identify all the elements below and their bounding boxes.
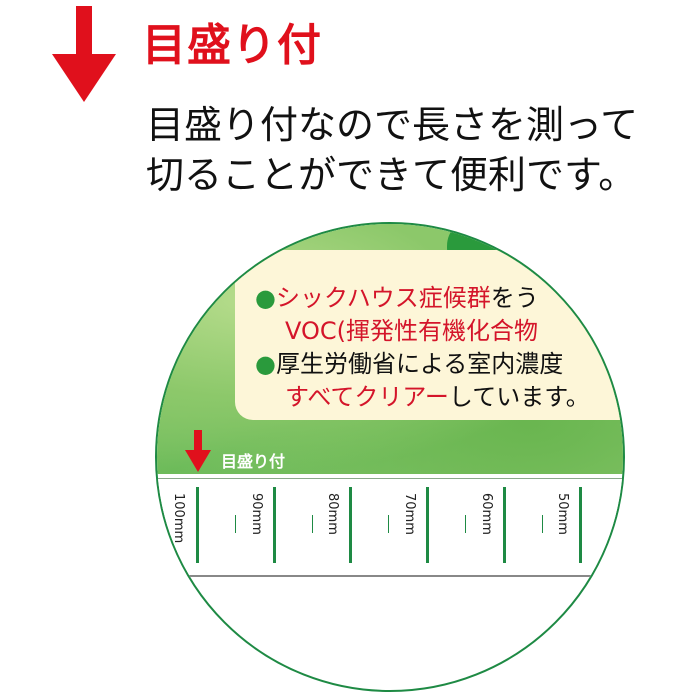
ruler-label: 100mm — [171, 493, 186, 544]
arrow-down-icon — [185, 430, 211, 472]
bullet-icon: ● — [255, 284, 276, 312]
ruler-label: 80mm — [325, 493, 340, 535]
info-text: 厚生労働省による室内濃度 — [275, 350, 564, 378]
ruler-scale: 100mm 90mm 80mm 70mm 60mm 50mm — [157, 478, 623, 577]
ruler-tick — [273, 487, 276, 563]
info-text: しています。 — [448, 383, 590, 411]
info-red-text: VOC(揮発性有機化合物 — [285, 317, 539, 345]
ruler-tick — [426, 487, 429, 563]
page-title: 目盛り付 — [142, 20, 322, 71]
ruler-label: 90mm — [249, 493, 264, 535]
ruler-minor-tick — [312, 515, 313, 533]
description: 目盛り付なので長さを測って 切ることができて便利です。 — [146, 100, 638, 200]
ruler-minor-tick — [388, 515, 389, 533]
ruler-minor-tick — [542, 515, 543, 533]
ruler-label: 50mm — [555, 493, 570, 535]
arrow-down-icon — [52, 6, 116, 102]
info-line: すべてクリアーしています。 — [285, 385, 590, 409]
ruler-tick — [196, 487, 199, 563]
ruler-minor-tick — [235, 515, 236, 533]
ruler-label: 70mm — [402, 493, 417, 535]
info-red-text: すべてクリアー — [285, 383, 449, 411]
info-line: VOC(揮発性有機化合物 — [285, 319, 538, 343]
ruler-minor-tick — [465, 515, 466, 533]
info-red-text: シックハウス症候群 — [275, 284, 491, 312]
ruler-tick — [503, 487, 506, 563]
info-panel — [235, 250, 623, 420]
info-line: ●シックハウス症候群をう — [255, 286, 539, 310]
ruler-label: 60mm — [479, 493, 494, 535]
ruler-tick — [579, 487, 582, 563]
bullet-icon: ● — [255, 350, 276, 378]
strip-label: 目盛り付 — [221, 452, 286, 471]
closeup-circle: ●シックハウス症候群をう VOC(揮発性有機化合物 ●厚生労働省による室内濃度 … — [155, 222, 625, 692]
description-line: 目盛り付なので長さを測って — [146, 103, 639, 147]
info-text: をう — [490, 284, 539, 312]
ruler-tick — [349, 487, 352, 563]
info-line: ●厚生労働省による室内濃度 — [255, 352, 563, 376]
description-line: 切ることができて便利です。 — [146, 153, 637, 197]
